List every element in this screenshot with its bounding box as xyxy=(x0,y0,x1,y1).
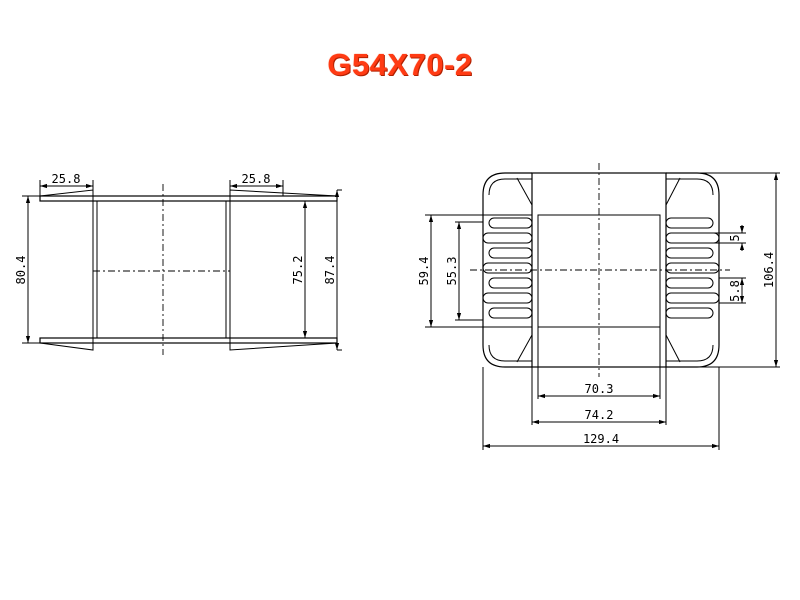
dim-outer-left: 80.4 xyxy=(14,256,28,285)
dim-right-height: 106.4 xyxy=(762,252,776,288)
dim-bottom-3: 129.4 xyxy=(583,432,619,446)
flange-taper-bl xyxy=(39,338,94,351)
dim-left-outer: 59.4 xyxy=(417,257,431,286)
drawing-title: G54X70-2 xyxy=(327,47,473,82)
dim-bottom-1: 70.3 xyxy=(585,382,614,396)
dim-top-right: 25.8 xyxy=(242,172,271,186)
bottom-flange xyxy=(39,337,338,344)
dim-inner-right: 75.2 xyxy=(291,256,305,285)
front-view: 59.4 55.3 5 5.8 106.4 70.3 74.2 xyxy=(417,163,780,450)
dim-bottom-2: 74.2 xyxy=(585,408,614,422)
top-flange xyxy=(39,195,338,202)
side-view: 25.8 25.8 80.4 75.2 87.4 xyxy=(14,172,342,355)
left-comb xyxy=(482,217,533,319)
dim-outer-right: 87.4 xyxy=(323,256,337,285)
dim-slot-5-8: 5.8 xyxy=(728,280,742,302)
dim-left-inner: 55.3 xyxy=(445,257,459,286)
flange-taper-br xyxy=(229,338,338,351)
right-comb xyxy=(665,217,720,319)
dim-top-left: 25.8 xyxy=(52,172,81,186)
dim-slot-5: 5 xyxy=(728,234,742,241)
core-body xyxy=(92,200,231,339)
